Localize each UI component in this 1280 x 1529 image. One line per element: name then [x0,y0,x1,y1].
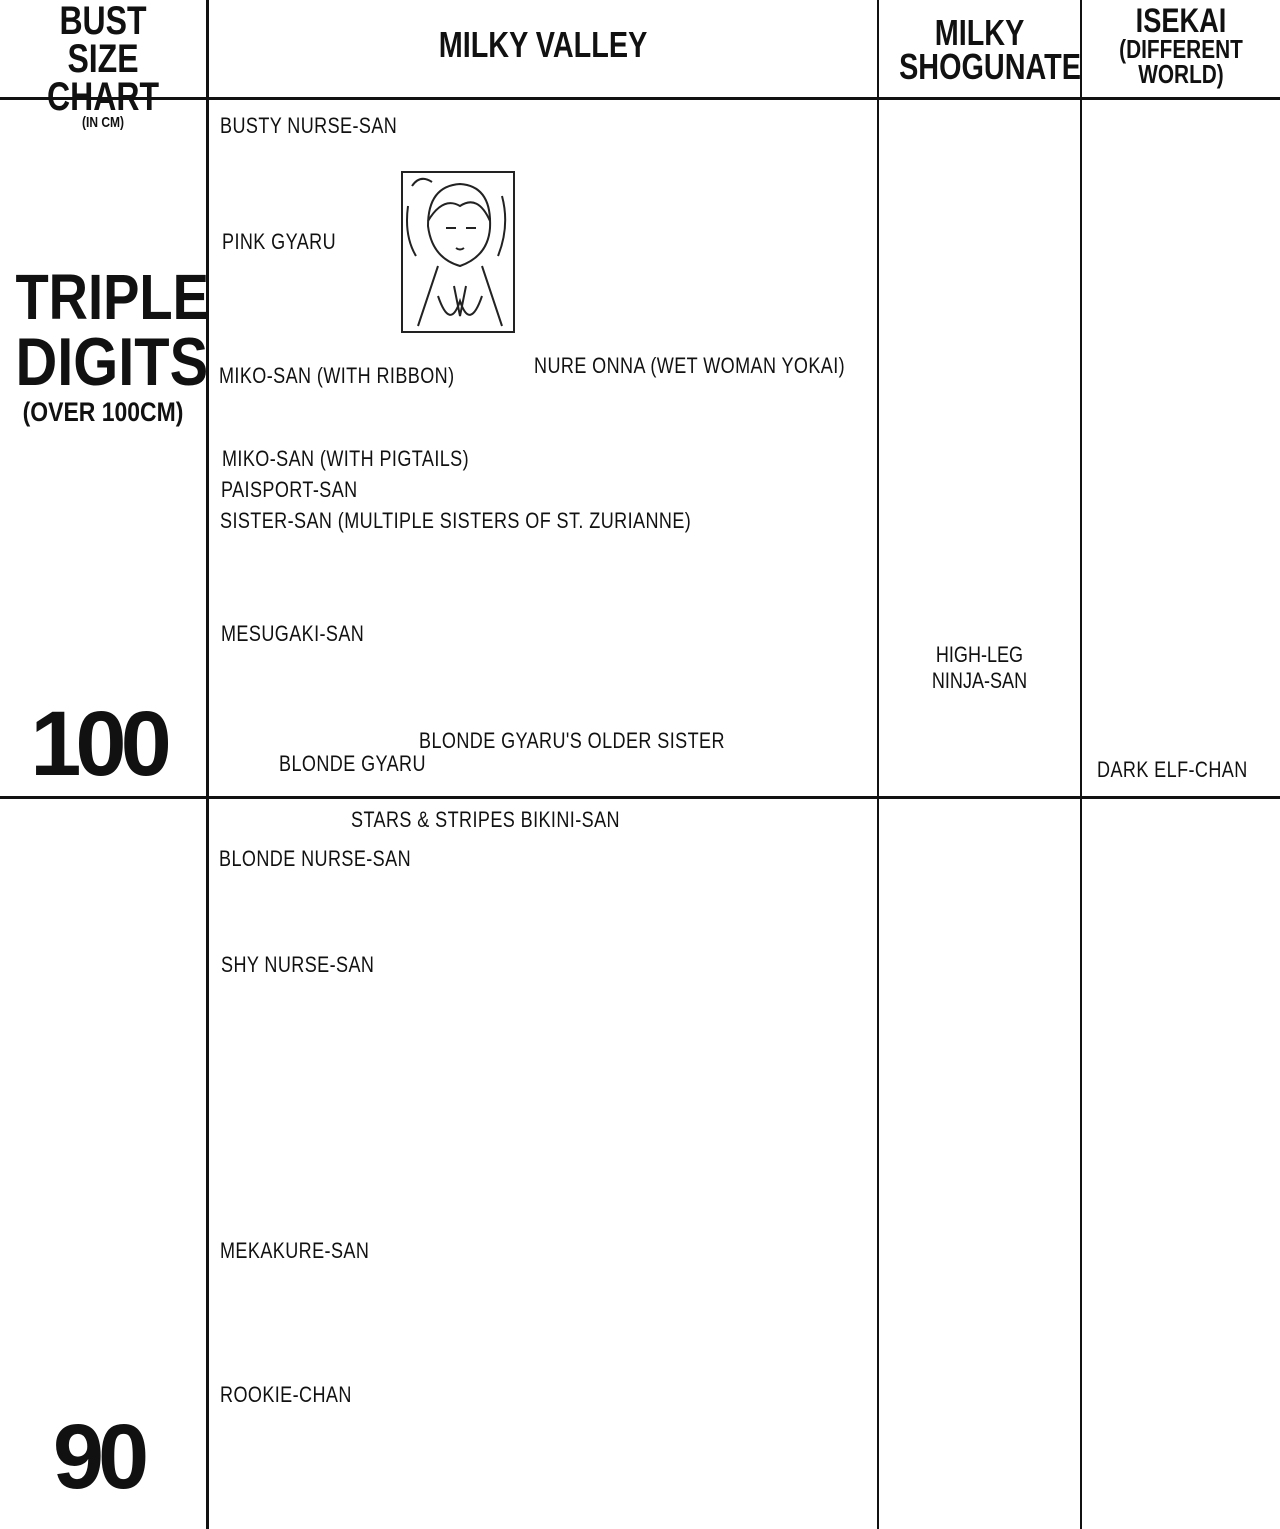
chart-title: BUST SIZE CHART (IN CM) [21,0,186,131]
column-header-line1: ISEKAI [1135,2,1227,40]
entry-blonde-gyaru-older-sister: BLONDE GYARU'S OLDER SISTER [419,728,725,753]
column-header-milky-shogunate: MILKY SHOGUNATE [899,12,1081,88]
row-divider-100 [0,796,1280,799]
entry-mesugaki-san: MESUGAKI-SAN [221,621,365,646]
chart-title-line1: BUST SIZE [59,0,147,81]
entry-sister-san: SISTER-SAN (MULTIPLE SISTERS OF ST. ZURI… [220,508,692,533]
triple-digits-line2: DIGITS [15,324,209,400]
chart-title-line2: CHART [47,75,159,119]
entry-paisport-san: PAISPORT-SAN [221,477,358,502]
pink-gyaru-portrait-image [401,171,515,333]
entry-line2: NINJA-SAN [931,668,1028,693]
entry-line1: HIGH-LEG [935,642,1024,667]
chart-unit: (IN CM) [82,114,124,131]
scale-mark-90: 90 [52,1406,149,1508]
column-divider-1 [206,0,209,1529]
entry-stars-stripes-bikini-san: STARS & STRIPES BIKINI-SAN [351,807,620,832]
column-header-line1: MILKY [934,12,1025,53]
triple-digits-line1: TRIPLE [15,261,209,333]
entry-high-leg-ninja-san: HIGH-LEG NINJA-SAN [879,642,1080,694]
entry-shy-nurse-san: SHY NURSE-SAN [221,952,375,977]
column-header-line2: SHOGUNATE [899,46,1081,88]
column-header-line3: WORLD) [1138,58,1224,89]
column-header-milky-valley-text: MILKY VALLEY [438,24,648,65]
entry-pink-gyaru: PINK GYARU [222,229,337,254]
entry-busty-nurse-san: BUSTY NURSE-SAN [220,113,398,138]
entry-nure-onna: NURE ONNA (WET WOMAN YOKAI) [534,353,846,378]
entry-miko-san-ribbon: MIKO-SAN (WITH RIBBON) [219,363,455,388]
column-header-milky-valley: MILKY VALLEY [276,24,810,65]
column-header-isekai: ISEKAI (DIFFERENT WORLD) [1102,2,1260,89]
header-divider [0,97,1280,100]
scale-mark-100: 100 [30,693,172,795]
entry-blonde-nurse-san: BLONDE NURSE-SAN [219,846,412,871]
entry-rookie-chan: ROOKIE-CHAN [220,1382,352,1407]
entry-blonde-gyaru: BLONDE GYARU [279,751,426,776]
entry-miko-san-pigtails: MIKO-SAN (WITH PIGTAILS) [222,446,470,471]
entry-mekakure-san: MEKAKURE-SAN [220,1238,370,1263]
triple-digits-label: TRIPLE DIGITS (OVER 100CM) [15,261,209,429]
triple-digits-note: (OVER 100CM) [22,397,184,427]
column-divider-2 [877,0,879,1529]
entry-dark-elf-chan: DARK ELF-CHAN [1097,757,1248,782]
column-header-line2: (DIFFERENT [1119,34,1243,65]
column-divider-3 [1080,0,1082,1529]
